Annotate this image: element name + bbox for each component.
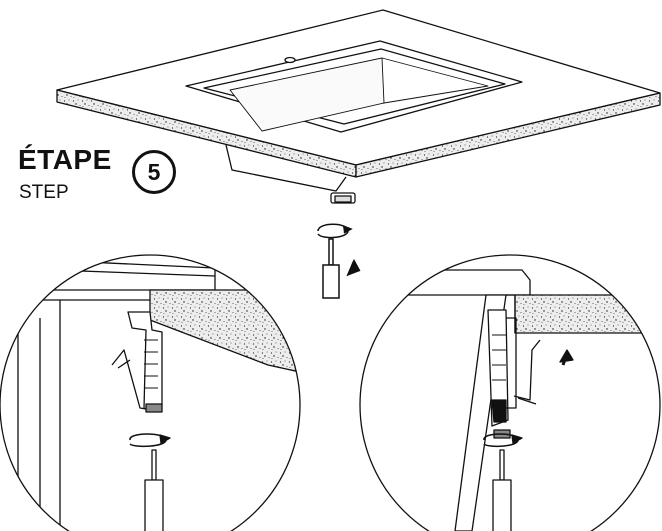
detail-circle-right [359, 254, 661, 531]
step-subtitle: STEP [19, 182, 69, 203]
step-number: 5 [147, 158, 161, 185]
step-number-badge: 5 [132, 150, 176, 194]
screwdriver-icon [492, 449, 512, 531]
center-screwdriver-group [317, 223, 361, 299]
step-title: ÉTAPE [18, 144, 112, 175]
screwdriver-icon [322, 238, 340, 299]
countertop-sink [56, 9, 661, 204]
screwdriver-icon [144, 449, 164, 531]
detail-circle-left [0, 254, 301, 531]
